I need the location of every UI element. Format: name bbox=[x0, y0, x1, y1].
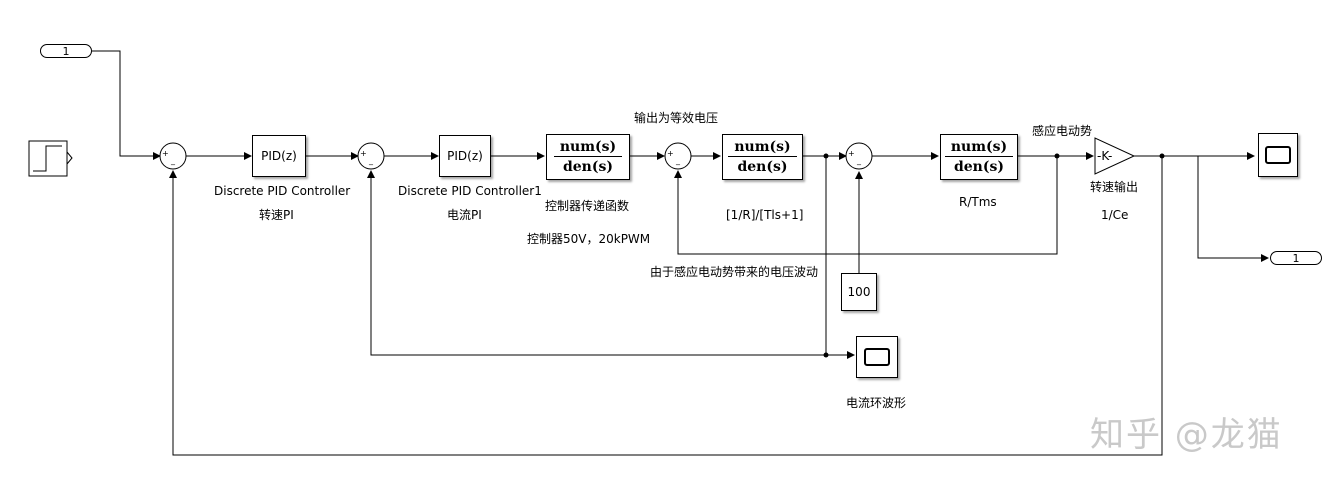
branch-dot-current bbox=[823, 153, 829, 159]
branch-dot-speed bbox=[1159, 153, 1165, 159]
gain-triangle bbox=[1094, 137, 1136, 175]
gain-label[interactable]: -K- bbox=[1097, 149, 1113, 163]
watermark: 知乎 @龙猫 bbox=[1090, 415, 1283, 455]
branch-dot-back-emf bbox=[1054, 153, 1060, 159]
svg-text:+: + bbox=[360, 149, 367, 158]
pid-speed-desc: 转速PI bbox=[259, 208, 294, 222]
pid-speed-text: PID(z) bbox=[261, 149, 297, 163]
inport-label: 1 bbox=[62, 44, 70, 58]
current-scope-label: 电流环波形 bbox=[846, 396, 907, 410]
step-block bbox=[28, 140, 73, 177]
scope-icon bbox=[1265, 146, 1291, 164]
tf-armature-block[interactable]: num(s) den(s) bbox=[722, 134, 803, 180]
wire-in1-to-sum1 bbox=[92, 50, 161, 160]
tf-controller-name: 控制器传递函数 bbox=[545, 199, 630, 213]
svg-text:+: + bbox=[848, 149, 855, 158]
tf-controller-desc: 控制器50V，20kPWM bbox=[527, 232, 651, 246]
pid-speed-block[interactable]: PID(z) bbox=[252, 135, 306, 177]
back-emf-label: 感应电动势 bbox=[1032, 124, 1093, 138]
voltage-ripple-label: 由于感应电动势带来的电压波动 bbox=[650, 265, 819, 279]
outport-1[interactable]: 1 bbox=[1270, 251, 1322, 265]
tf-controller-num: num(s) bbox=[553, 139, 623, 157]
tf-armature-name: [1/R]/[Tls+1] bbox=[726, 208, 804, 222]
tf-mech-num: num(s) bbox=[944, 139, 1014, 157]
tf-armature-den: den(s) bbox=[737, 159, 788, 175]
sum-current-disturb bbox=[845, 142, 873, 170]
svg-text:_: _ bbox=[368, 156, 374, 165]
tf-mech-block[interactable]: num(s) den(s) bbox=[940, 134, 1018, 180]
gain-desc: 1/Ce bbox=[1101, 208, 1129, 222]
wire-speed-feedback bbox=[169, 156, 1163, 456]
constant-value: 100 bbox=[847, 285, 871, 299]
wire-speed-to-out1 bbox=[1197, 156, 1269, 262]
pid-current-desc: 电流PI bbox=[447, 208, 482, 222]
svg-text:_: _ bbox=[856, 156, 862, 165]
outport-label: 1 bbox=[1292, 251, 1300, 265]
wire-back-emf-feedback bbox=[674, 156, 1058, 255]
output-voltage-label: 输出为等效电压 bbox=[634, 111, 719, 125]
tf-controller-den: den(s) bbox=[562, 159, 613, 175]
tf-mech-den: den(s) bbox=[953, 159, 1004, 175]
tf-armature-num: num(s) bbox=[728, 139, 797, 157]
scope-speed-block[interactable] bbox=[1258, 133, 1298, 177]
sum-speed bbox=[159, 142, 187, 170]
scope-icon bbox=[864, 348, 890, 366]
sum-current bbox=[357, 142, 385, 170]
wire-current-feedback bbox=[367, 170, 826, 356]
constant-block[interactable]: 100 bbox=[841, 273, 877, 311]
pid-current-text: PID(z) bbox=[447, 149, 483, 163]
inport-1[interactable]: 1 bbox=[40, 44, 92, 58]
svg-text:_: _ bbox=[675, 156, 681, 165]
branch-dot-current-scope bbox=[823, 352, 829, 358]
pid-current-block[interactable]: PID(z) bbox=[439, 135, 491, 177]
sum-voltage bbox=[664, 142, 692, 170]
tf-mech-name: R/Tms bbox=[959, 195, 997, 209]
pid-speed-name: Discrete PID Controller bbox=[214, 184, 351, 198]
sum-blocks bbox=[159, 142, 873, 170]
tf-controller-block[interactable]: num(s) den(s) bbox=[546, 134, 630, 180]
svg-text:+: + bbox=[667, 149, 674, 158]
gain-name: 转速输出 bbox=[1090, 180, 1139, 194]
svg-text:+: + bbox=[162, 149, 169, 158]
svg-text:_: _ bbox=[170, 156, 176, 165]
pid-current-name: Discrete PID Controller1 bbox=[398, 184, 542, 198]
scope-current-block[interactable] bbox=[856, 336, 898, 378]
